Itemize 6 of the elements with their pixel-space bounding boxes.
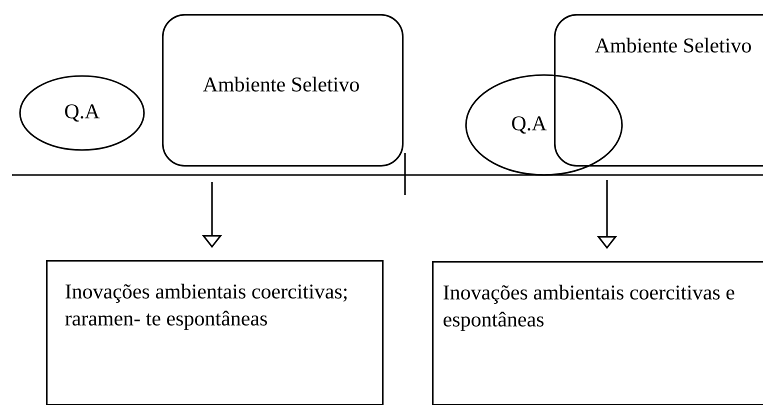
oval: Q.A xyxy=(19,75,145,151)
oval: Q.A xyxy=(465,74,623,176)
rounded-box: Ambiente Seletivo xyxy=(554,14,763,167)
text-box: Inovações ambientais coercitivas; raramen- te espontâneas xyxy=(46,260,384,405)
rounded-box: Ambiente Seletivo xyxy=(162,14,404,167)
text-box: Inovações ambientais coercitivas e espontâneas xyxy=(432,261,763,405)
